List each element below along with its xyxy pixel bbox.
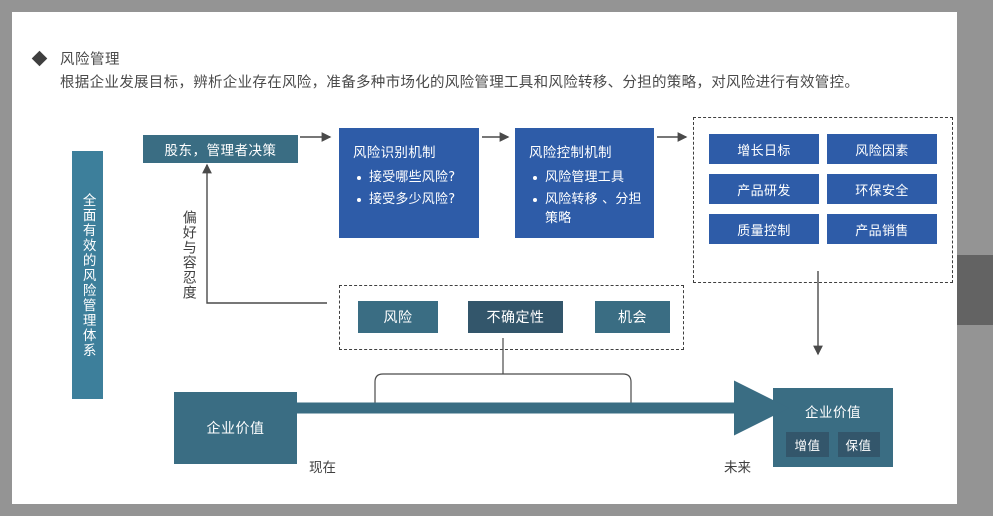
list-item: 风险管理工具 — [533, 169, 644, 188]
value-future-box[interactable]: 企业价值 增值 保值 — [773, 388, 893, 467]
process-box-risk-identification[interactable]: 风险识别机制 接受哪些风险? 接受多少风险? — [339, 128, 479, 238]
timeline-start-label: 现在 — [309, 460, 336, 476]
process-title: 风险控制机制 — [529, 145, 612, 161]
page-title: 风险管理 — [60, 52, 120, 68]
scrollbar[interactable] — [957, 0, 993, 516]
value-chip-appreciation[interactable]: 增值 — [786, 432, 829, 457]
process-item-list: 接受哪些风险? 接受多少风险? — [339, 169, 479, 210]
value-now-box[interactable]: 企业价值 — [174, 392, 297, 464]
objective-cell[interactable]: 环保安全 — [827, 174, 937, 204]
value-future-chips: 增值 保值 — [773, 432, 893, 457]
stakeholders-box[interactable]: 股东，管理者决策 — [143, 135, 298, 163]
objective-cell[interactable]: 质量控制 — [709, 214, 819, 244]
side-banner-label: 全面有效的风险管理体系 — [79, 192, 96, 358]
process-item-list: 风险管理工具 风险转移 、分担策略 — [515, 169, 654, 229]
arrow-feedback-to-stakeholders — [202, 163, 327, 304]
timeline-end-label: 未来 — [724, 460, 751, 476]
mid-cell-uncertainty[interactable]: 不确定性 — [468, 301, 563, 333]
objective-cell[interactable]: 风险因素 — [827, 134, 937, 164]
value-future-label: 企业价值 — [805, 405, 861, 421]
objectives-group: 增长日标 风险因素 产品研发 环保安全 质量控制 产品销售 — [693, 117, 953, 283]
value-chip-preservation[interactable]: 保值 — [837, 432, 880, 457]
stakeholders-label: 股东，管理者决策 — [164, 143, 277, 159]
bracket-connector — [374, 373, 632, 408]
page-subtitle: 根据企业发展目标，辨析企业存在风险，准备多种市场化的风险管理工具和风险转移、分担… — [60, 75, 860, 91]
process-box-risk-control[interactable]: 风险控制机制 风险管理工具 风险转移 、分担策略 — [515, 128, 654, 238]
side-banner: 全面有效的风险管理体系 — [72, 151, 103, 399]
risk-uncertainty-opportunity-group: 风险 不确定性 机会 — [339, 285, 684, 350]
list-item: 接受多少风险? — [357, 191, 469, 210]
objective-cell[interactable]: 产品销售 — [827, 214, 937, 244]
preference-tolerance-label: 偏好与容忍度 — [180, 210, 197, 300]
list-item: 风险转移 、分担策略 — [533, 191, 644, 229]
scrollbar-thumb[interactable] — [957, 255, 993, 325]
process-title: 风险识别机制 — [353, 145, 436, 161]
diamond-bullet-icon — [31, 50, 48, 67]
value-now-label: 企业价值 — [206, 421, 265, 437]
slide-page: 风险管理 根据企业发展目标，辨析企业存在风险，准备多种市场化的风险管理工具和风险… — [12, 12, 957, 504]
objective-cell[interactable]: 产品研发 — [709, 174, 819, 204]
mid-cell-opportunity[interactable]: 机会 — [595, 301, 670, 333]
list-item: 接受哪些风险? — [357, 169, 469, 188]
mid-cell-risk[interactable]: 风险 — [358, 301, 438, 333]
objective-cell[interactable]: 增长日标 — [709, 134, 819, 164]
